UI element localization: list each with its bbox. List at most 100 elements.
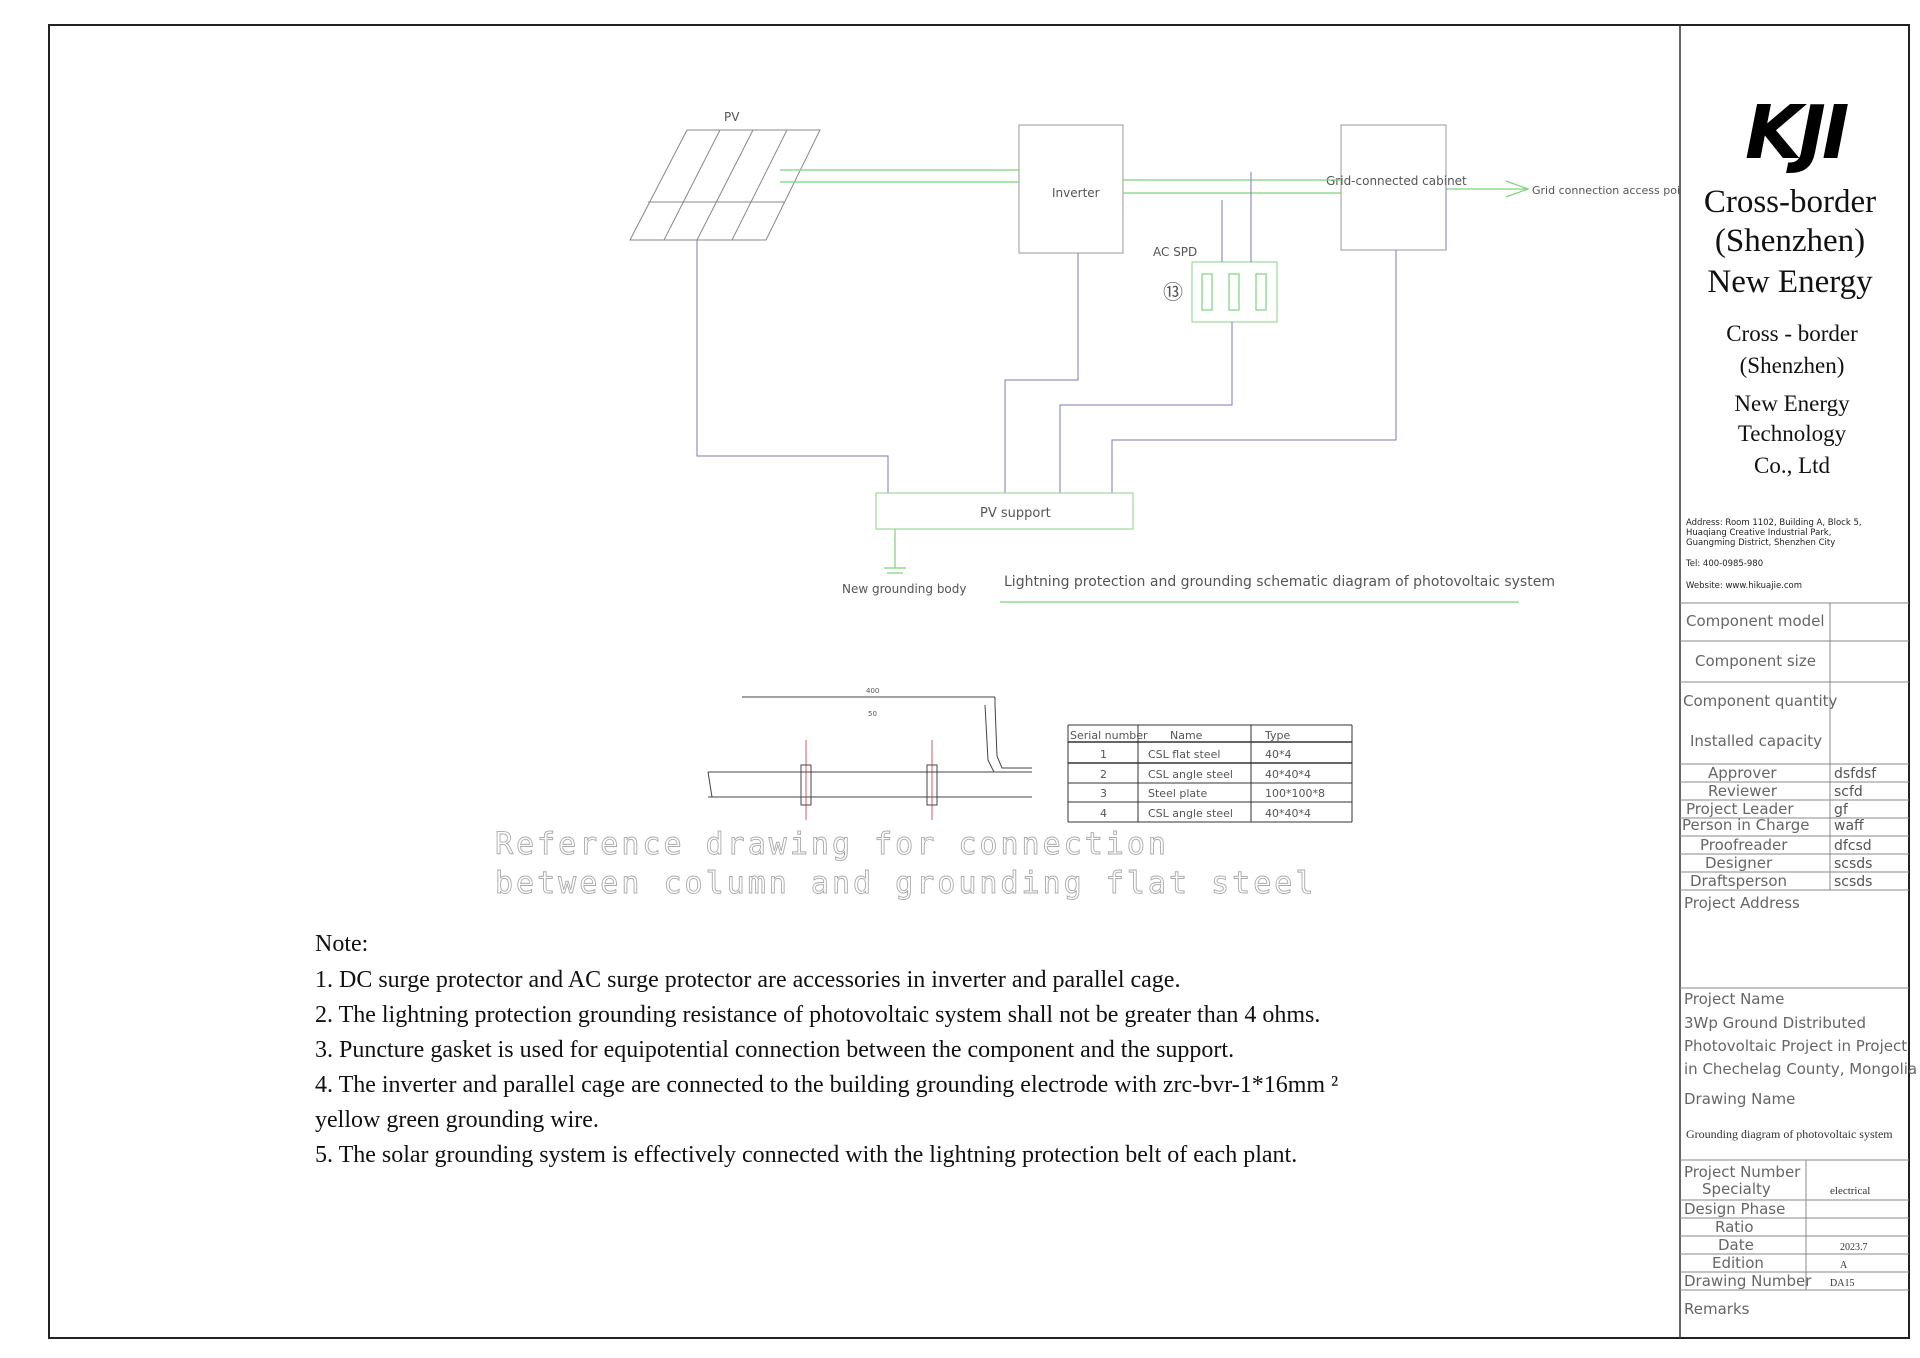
installed-capacity-label: Installed capacity: [1690, 732, 1822, 750]
website: Website: www.hikuajie.com: [1686, 581, 1802, 591]
project-name-label: Project Name: [1684, 990, 1784, 1008]
table-row-2-serial: 2: [1100, 768, 1107, 781]
note-4: 4. The inverter and parallel cage are co…: [315, 1072, 1338, 1098]
notes: Note: 1. DC surge protector and AC surge…: [315, 931, 1338, 1168]
ground-symbol: [884, 529, 906, 574]
company-name-medium-4: Technology: [1738, 421, 1847, 446]
project-name-line-2: Photovoltaic Project in Project: [1684, 1037, 1907, 1055]
company-name-medium-2: (Shenzhen): [1740, 353, 1845, 378]
detail-caption-line1: Reference drawing for connection: [495, 827, 1169, 862]
proofreader-value: dfcsd: [1834, 838, 1872, 854]
address-line-1: Address: Room 1102, Building A, Block 5,: [1686, 518, 1862, 528]
reviewer-value: scfd: [1834, 784, 1863, 800]
designer-value: scsds: [1834, 856, 1872, 872]
person-in-charge-label: Person in Charge: [1682, 816, 1809, 834]
project-leader-value: gf: [1834, 802, 1849, 818]
power-lines: [780, 169, 1530, 198]
pv-panel: [629, 129, 821, 241]
table-row-1-name: CSL flat steel: [1148, 748, 1220, 761]
remarks-label: Remarks: [1684, 1300, 1750, 1318]
pv-label: PV: [724, 110, 740, 124]
proofreader-label: Proofreader: [1700, 836, 1788, 854]
table-row-3-type: 100*100*8: [1265, 787, 1325, 800]
design-phase-label: Design Phase: [1684, 1200, 1785, 1218]
grid-access-label: Grid connection access poi: [1532, 184, 1680, 197]
draftsperson-label: Draftsperson: [1690, 872, 1787, 890]
table-row-4-name: CSL angle steel: [1148, 807, 1233, 820]
date-label: Date: [1718, 1236, 1754, 1254]
specialty-value: electrical: [1830, 1185, 1870, 1197]
person-in-charge-value: waff: [1834, 818, 1864, 834]
schematic-caption: Lightning protection and grounding schem…: [1004, 574, 1555, 590]
drawing-number-label: Drawing Number: [1684, 1272, 1812, 1290]
table-header-type: Type: [1264, 729, 1290, 742]
component-size-label: Component size: [1695, 652, 1816, 670]
grounding-wires: [696, 172, 1447, 493]
note-2: 2. The lightning protection grounding re…: [315, 1002, 1320, 1028]
inverter-label: Inverter: [1052, 186, 1100, 200]
approver-value: dsfdsf: [1834, 766, 1877, 782]
schematic-diagram: PV Inverter Grid-connected cabinet Grid …: [629, 110, 1680, 603]
table-row-2-name: CSL angle steel: [1148, 768, 1233, 781]
company-logo: KJI: [1745, 90, 1848, 176]
drawing-name-value: Grounding diagram of photovoltaic system: [1686, 1127, 1893, 1141]
draftsperson-value: scsds: [1834, 874, 1872, 890]
ac-spd-box: [1191, 261, 1278, 323]
company-name-large-2: (Shenzhen): [1715, 223, 1865, 259]
address-line-2: Huaqiang Creative Industrial Park,: [1686, 528, 1831, 538]
component-model-label: Component model: [1686, 612, 1825, 630]
address-line-3: Guangming District, Shenzhen City: [1686, 538, 1835, 548]
inverter-box: [1018, 124, 1124, 254]
detail-caption-line2: between column and grounding flat steel: [495, 866, 1316, 901]
table-row-3-serial: 3: [1100, 787, 1107, 800]
designer-label: Designer: [1705, 854, 1773, 872]
note-1: 1. DC surge protector and AC surge prote…: [315, 967, 1180, 993]
table-header-name: Name: [1170, 729, 1203, 742]
date-value: 2023.7: [1840, 1242, 1868, 1253]
table-row-3-name: Steel plate: [1148, 787, 1207, 800]
material-table: Serial number Name Type 1 CSL flat steel…: [1067, 724, 1353, 823]
detail-dim-mid: 50: [868, 710, 877, 718]
drawing-number-value: DA15: [1830, 1278, 1854, 1289]
edition-label: Edition: [1712, 1254, 1764, 1272]
title-block: KJI Cross-border (Shenzhen) New Energy C…: [1680, 90, 1917, 1318]
note-5: 5. The solar grounding system is effecti…: [315, 1142, 1297, 1168]
approver-label: Approver: [1708, 764, 1777, 782]
project-number-label: Project Number: [1684, 1163, 1801, 1181]
company-name-large-3: New Energy: [1707, 264, 1873, 300]
grounding-body-label: New grounding body: [842, 582, 967, 596]
edition-value: A: [1840, 1260, 1848, 1271]
project-name-line-3: in Chechelag County, Mongolia: [1684, 1060, 1917, 1078]
pv-support-box: [875, 492, 1134, 530]
table-row-4-serial: 4: [1100, 807, 1107, 820]
reviewer-label: Reviewer: [1708, 782, 1778, 800]
company-name-medium-5: Co., Ltd: [1754, 453, 1831, 478]
project-address-label: Project Address: [1684, 894, 1800, 912]
table-row-4-type: 40*40*4: [1265, 807, 1311, 820]
company-name-large-1: Cross-border: [1704, 184, 1876, 220]
spd-marker: ⑬: [1163, 280, 1183, 304]
note-3: 3. Puncture gasket is used for equipoten…: [315, 1037, 1234, 1063]
company-name-medium-3: New Energy: [1734, 391, 1850, 416]
tel: Tel: 400-0985-980: [1685, 559, 1763, 569]
ratio-label: Ratio: [1715, 1218, 1754, 1236]
drawing-name-label: Drawing Name: [1684, 1090, 1795, 1108]
connection-detail: 400 50 Reference drawing for connection …: [495, 687, 1316, 901]
note-4-cont: yellow green grounding wire.: [315, 1107, 599, 1133]
project-leader-label: Project Leader: [1686, 800, 1794, 818]
table-row-1-serial: 1: [1100, 748, 1107, 761]
table-row-2-type: 40*40*4: [1265, 768, 1311, 781]
specialty-label: Specialty: [1702, 1180, 1771, 1198]
spd-elements: [1201, 273, 1267, 311]
ac-spd-label: AC SPD: [1153, 245, 1197, 259]
company-name-medium-1: Cross - border: [1726, 321, 1858, 346]
detail-dim-top: 400: [866, 687, 879, 695]
table-header-serial: Serial number: [1070, 729, 1148, 742]
component-quantity-label: Component quantity: [1683, 692, 1838, 710]
table-row-1-type: 40*4: [1265, 748, 1292, 761]
notes-heading: Note:: [315, 931, 368, 957]
grid-cabinet-label: Grid-connected cabinet: [1326, 174, 1467, 188]
project-name-line-1: 3Wp Ground Distributed: [1684, 1014, 1866, 1032]
pv-support-label: PV support: [980, 506, 1051, 521]
